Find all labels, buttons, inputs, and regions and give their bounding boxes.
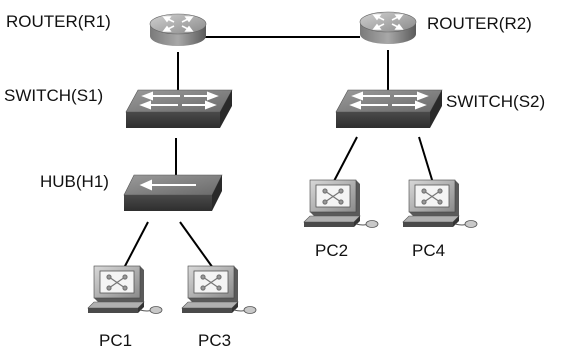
hub-h1-label: HUB(H1) xyxy=(40,172,109,191)
switch-s1-label: SWITCH(S1) xyxy=(4,86,104,105)
pc1-label: PC1 xyxy=(99,331,133,350)
pc3-label: PC3 xyxy=(198,331,232,350)
link-h1-pc1 xyxy=(123,221,149,269)
link-s2-pc4 xyxy=(418,136,434,184)
switch-s2-label: SWITCH(S2) xyxy=(446,92,546,111)
pc1-icon xyxy=(87,265,163,315)
pc4-icon xyxy=(402,179,478,229)
pc2-icon xyxy=(303,179,379,229)
link-h1-pc3 xyxy=(179,221,214,269)
hub-h1-icon xyxy=(123,174,223,212)
pc4-label: PC4 xyxy=(412,241,446,260)
link-s2-pc2 xyxy=(332,136,358,184)
router-r2-icon xyxy=(359,11,417,45)
pc3-icon xyxy=(181,265,257,315)
router-r1-label: ROUTER(R1) xyxy=(6,12,111,31)
switch-s1-icon xyxy=(125,89,233,129)
switch-s2-icon xyxy=(335,89,443,129)
router-r2-label: ROUTER(R2) xyxy=(427,14,532,33)
router-r1-icon xyxy=(149,13,207,47)
pc2-label: PC2 xyxy=(315,241,349,260)
